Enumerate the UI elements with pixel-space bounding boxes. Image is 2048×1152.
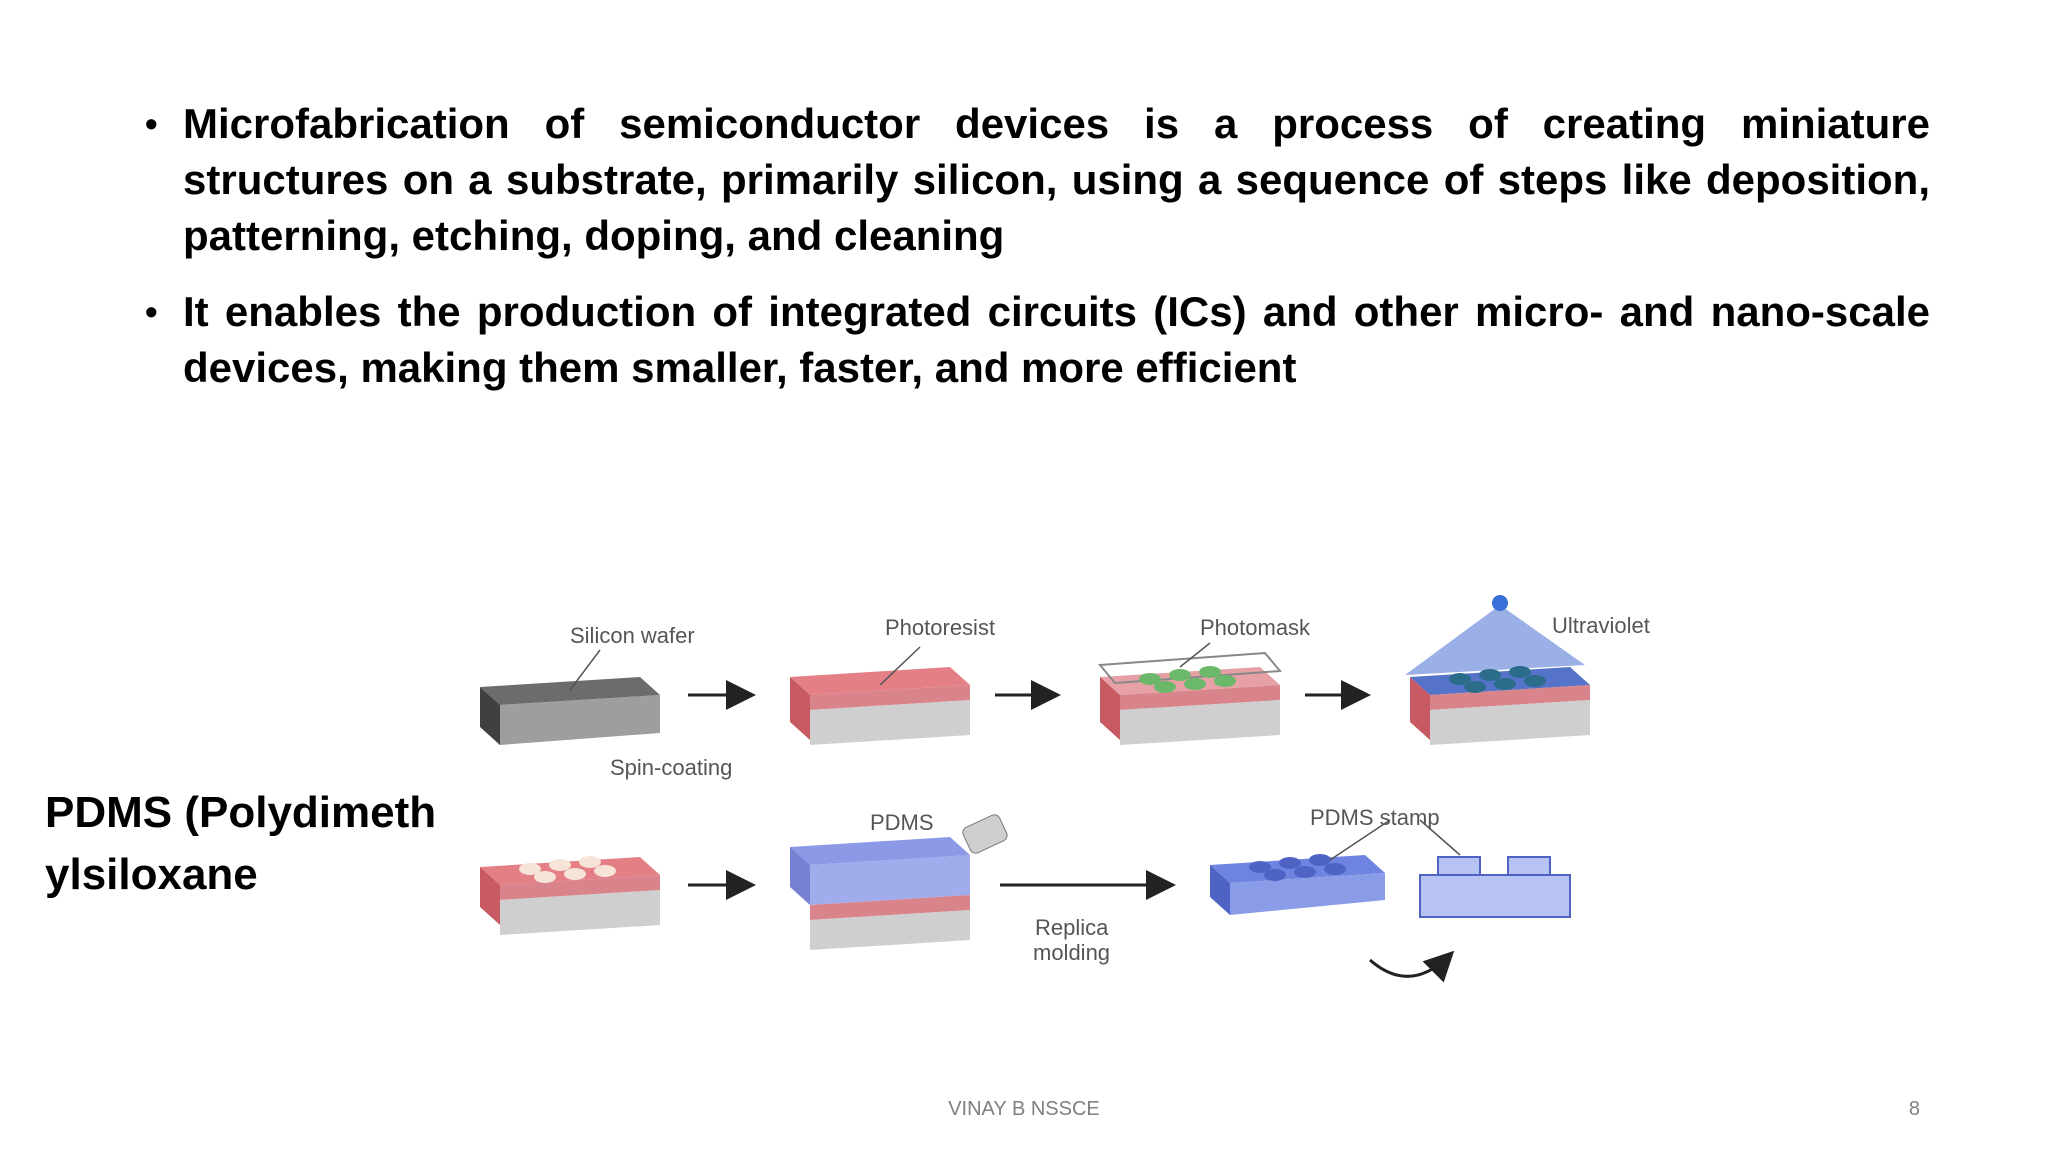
label-ultraviolet: Ultraviolet (1552, 613, 1650, 638)
bullet-text: Microfabrication of semiconductor device… (183, 100, 1930, 259)
bullet-item: • It enables the production of integrate… (145, 284, 1930, 396)
pdms-stamp-block (1210, 854, 1571, 983)
label-molding: molding (1033, 940, 1110, 965)
bullet-dot-icon: • (145, 291, 158, 332)
patterned-block (480, 856, 660, 935)
label-photomask: Photomask (1200, 615, 1311, 640)
label-pdms-stamp: PDMS stamp (1310, 805, 1440, 830)
silicon-wafer-block (480, 677, 660, 745)
photoresist-block (790, 667, 970, 745)
microfabrication-figure: Silicon wafer Spin-coating Photoresist (480, 595, 1650, 983)
pdms-pour-block (790, 814, 1008, 950)
label-silicon-wafer: Silicon wafer (570, 623, 695, 648)
ultraviolet-block (1405, 595, 1590, 745)
label-pdms: PDMS (870, 810, 934, 835)
footer-text: VINAY B NSSCE (948, 1098, 1100, 1120)
page-number: 8 (1908, 1098, 1920, 1120)
bullet-list: • Microfabrication of semiconductor devi… (145, 96, 1930, 416)
pdms-side-label: PDMS (Polydimethylsiloxane (45, 788, 437, 899)
label-replica: Replica (1035, 915, 1109, 940)
bullet-item: • Microfabrication of semiconductor devi… (145, 96, 1930, 264)
bullet-dot-icon: • (145, 103, 158, 144)
label-spin-coating: Spin-coating (610, 755, 732, 780)
photomask-block (1097, 651, 1283, 745)
bullet-text: It enables the production of integrated … (183, 288, 1930, 391)
label-photoresist: Photoresist (885, 615, 995, 640)
